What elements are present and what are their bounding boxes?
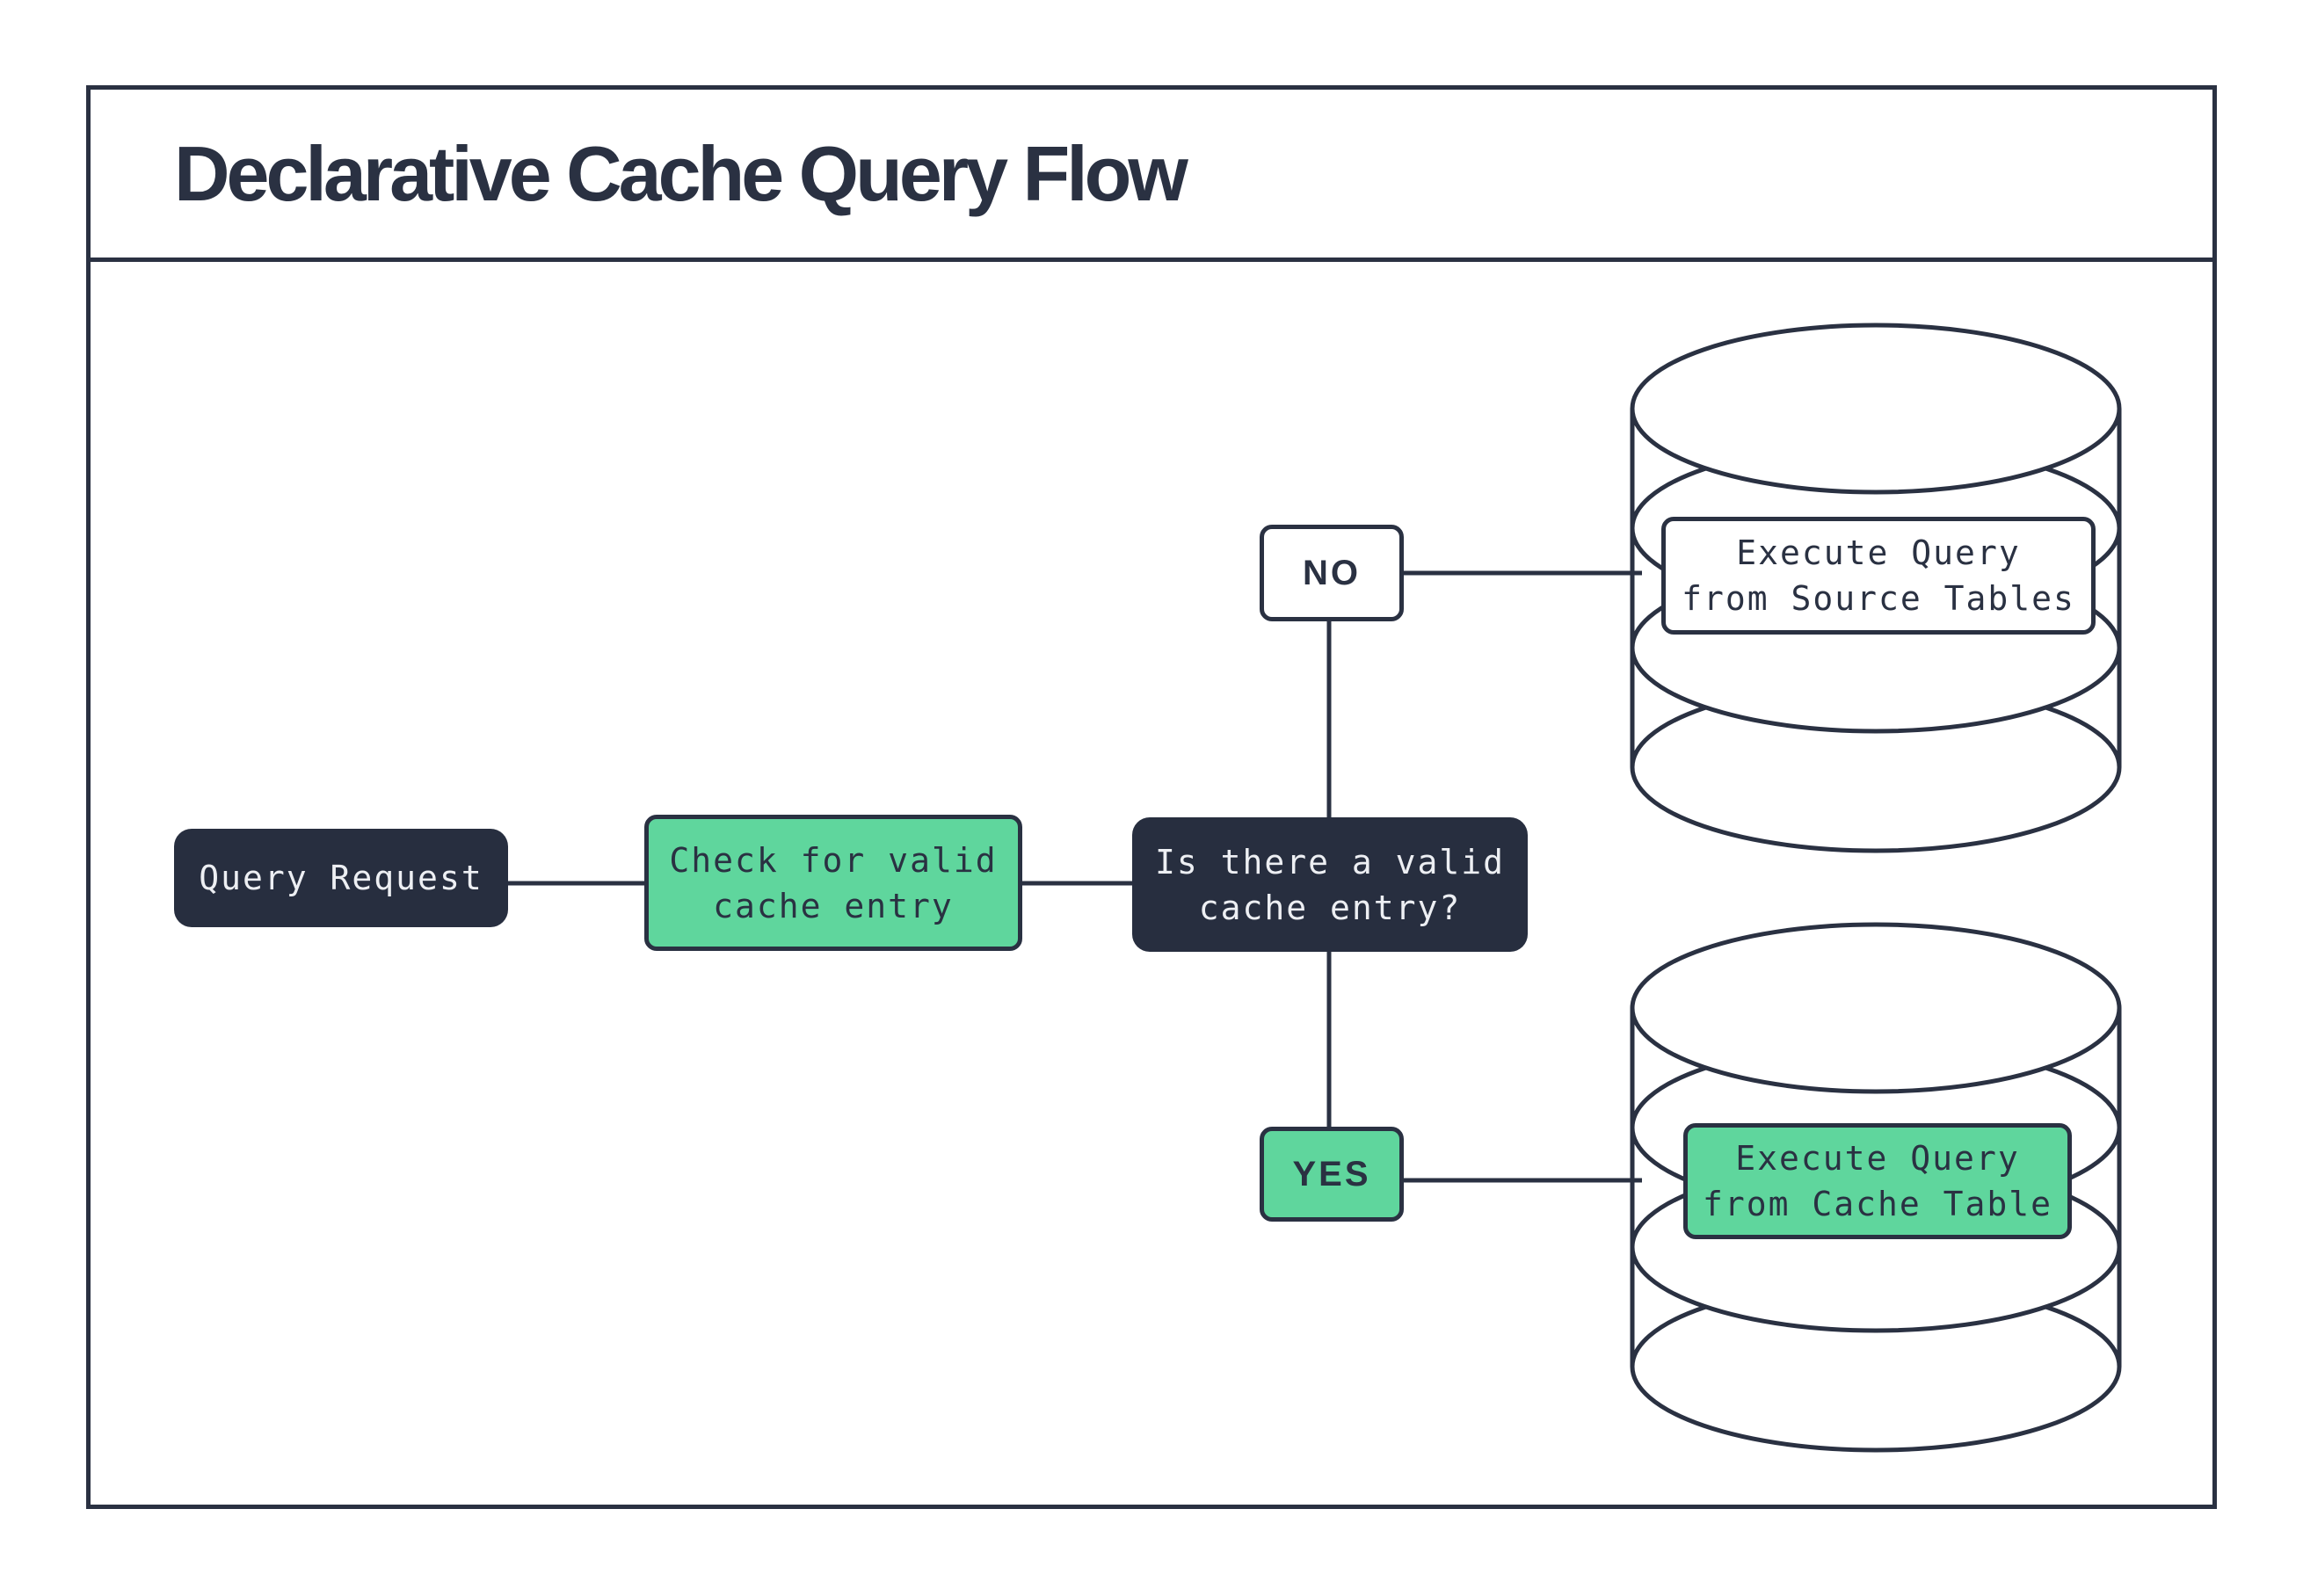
node-decision-valid-cache: Is there a valid cache entry? xyxy=(1132,817,1528,952)
branch-label-no: NO xyxy=(1260,525,1404,621)
node-execute-query-source-line2: from Source Tables xyxy=(1682,579,2075,618)
node-check-cache-entry-line1: Check for valid xyxy=(669,840,998,880)
node-execute-query-source: Execute Query from Source Tables xyxy=(1661,517,2096,635)
node-execute-query-source-line1: Execute Query xyxy=(1736,533,2021,572)
branch-label-yes-text: YES xyxy=(1292,1155,1371,1193)
node-execute-query-cache-line2: from Cache Table xyxy=(1702,1185,2053,1223)
node-query-request: Query Request xyxy=(174,829,508,927)
page-title: Declarative Cache Query Flow xyxy=(174,129,1188,217)
node-execute-query-cache: Execute Query from Cache Table xyxy=(1683,1123,2072,1239)
branch-label-no-text: NO xyxy=(1303,554,1361,592)
header-bar: Declarative Cache Query Flow xyxy=(91,90,2212,262)
node-decision-line1: Is there a valid xyxy=(1154,842,1506,881)
diagram-frame: Declarative Cache Query Flow xyxy=(86,85,2217,1509)
node-check-cache-entry-line2: cache entry xyxy=(713,886,954,925)
branch-label-yes: YES xyxy=(1260,1127,1404,1222)
node-execute-query-cache-line1: Execute Query xyxy=(1735,1139,2020,1178)
node-decision-line2: cache entry? xyxy=(1198,888,1462,927)
node-query-request-label: Query Request xyxy=(199,859,483,897)
node-check-cache-entry: Check for valid cache entry xyxy=(644,815,1022,951)
